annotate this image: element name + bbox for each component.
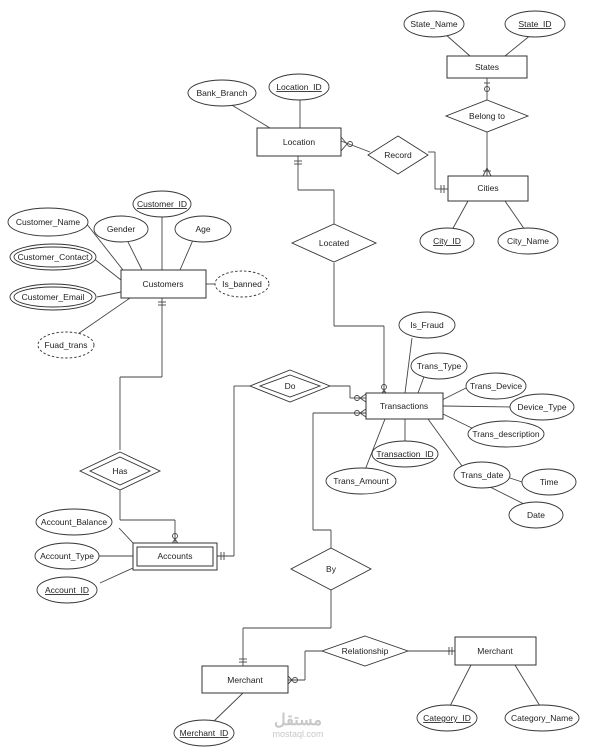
entity-customers[interactable]: Customers [120,269,207,299]
relationship-label: By [326,564,337,574]
attribute-category-id[interactable]: Category_ID [416,704,478,732]
attribute-city-name[interactable]: City_Name [497,227,559,255]
svg-text:State_Name: State_Name [410,19,458,29]
svg-text:Account_Balance: Account_Balance [41,517,107,527]
svg-text:Trans_description: Trans_description [472,429,540,439]
entity-label: Location [283,137,315,147]
attribute-trans-description[interactable]: Trans_description [467,420,545,448]
relationship-label: Has [112,466,127,476]
svg-text:Gender: Gender [107,224,136,234]
attribute-transaction-id[interactable]: Transaction_ID [371,440,439,468]
entity-states[interactable]: States [446,55,528,79]
svg-text:Customer_ID: Customer_ID [137,199,187,209]
svg-text:Is_banned: Is_banned [222,279,262,289]
relationship-relationship[interactable]: Relationship [320,635,410,667]
attribute-customer-email[interactable]: Customer_Email [9,283,97,311]
entity-label: States [475,62,499,72]
relationship-label: Located [319,238,350,248]
svg-text:City_Name: City_Name [507,236,549,246]
attribute-fuad-trans[interactable]: Fuad_trans [37,331,95,359]
entity-accounts[interactable]: Accounts [132,542,218,571]
attribute-account-type[interactable]: Account_Type [34,542,100,570]
entity-label: Merchant [477,646,513,656]
svg-text:Category_ID: Category_ID [423,713,471,723]
svg-text:City_ID: City_ID [433,236,461,246]
entity-label: Transactions [380,401,428,411]
svg-text:Merchant_ID: Merchant_ID [180,728,229,738]
watermark: مستقل mostaql.com [272,712,323,739]
connector-lines [71,33,541,723]
attribute-customer-contact[interactable]: Customer_Contact [9,243,97,271]
attribute-trans-type[interactable]: Trans_Type [410,352,468,380]
svg-text:Account_Type: Account_Type [40,551,94,561]
entity-label: Accounts [158,551,193,561]
attribute-device-type[interactable]: Device_Type [509,393,575,421]
svg-text:Customer_Email: Customer_Email [22,292,85,302]
attribute-customer-id[interactable]: Customer_ID [132,190,192,218]
attribute-age[interactable]: Age [174,215,232,243]
attribute-customer-name[interactable]: Customer_Name [7,207,89,237]
attribute-state-id[interactable]: State_ID [504,10,566,38]
cardinality-marks [158,82,492,685]
attribute-merchant-id[interactable]: Merchant_ID [173,719,235,747]
entity-merchant-left[interactable]: Merchant [201,665,289,694]
relationship-by[interactable]: By [290,547,372,591]
relationship-label: Relationship [342,646,389,656]
watermark-logo: مستقل [274,712,322,729]
svg-text:Device_Type: Device_Type [517,402,566,412]
svg-text:Location_ID: Location_ID [276,82,321,92]
svg-text:Fuad_trans: Fuad_trans [45,340,88,350]
watermark-site: mostaql.com [272,729,323,739]
svg-text:Customer_Contact: Customer_Contact [18,252,90,262]
attribute-category-name[interactable]: Category_Name [504,704,580,732]
entity-label: Cities [477,183,498,193]
svg-text:Trans_Amount: Trans_Amount [333,476,389,486]
relationship-belong-to[interactable]: Belong to [444,99,530,133]
svg-text:Bank_Branch: Bank_Branch [196,88,247,98]
entity-transactions[interactable]: Transactions [365,392,444,420]
svg-text:Customer_Name: Customer_Name [16,217,81,227]
svg-text:State_ID: State_ID [518,19,551,29]
attribute-account-id[interactable]: Account_ID [36,576,98,604]
svg-text:Trans_Type: Trans_Type [417,361,462,371]
svg-text:Date: Date [527,510,545,520]
relationship-has[interactable]: Has [78,451,162,491]
relationship-label: Record [384,150,412,160]
attribute-trans-device[interactable]: Trans_Device [465,372,527,400]
attribute-account-balance[interactable]: Account_Balance [35,508,113,536]
svg-text:Time: Time [540,477,559,487]
attribute-time[interactable]: Time [521,468,577,496]
svg-text:Category_Name: Category_Name [511,713,573,723]
svg-text:Trans_Device: Trans_Device [470,381,522,391]
svg-text:Is_Fraud: Is_Fraud [410,320,444,330]
attribute-trans-amount[interactable]: Trans_Amount [325,467,397,495]
attribute-gender[interactable]: Gender [93,215,149,243]
relationship-label: Do [285,381,296,391]
relationship-label: Belong to [469,111,505,121]
svg-text:Account_ID: Account_ID [45,585,89,595]
entity-cities[interactable]: Cities [447,175,529,202]
attribute-is-banned[interactable]: Is_banned [214,270,270,298]
relationship-record[interactable]: Record [367,135,429,175]
svg-text:Trans_date: Trans_date [461,470,504,480]
svg-text:Age: Age [195,224,210,234]
attribute-date[interactable]: Date [508,501,564,529]
svg-text:Transaction_ID: Transaction_ID [376,449,433,459]
relationship-do[interactable]: Do [248,369,332,403]
entity-merchant-right[interactable]: Merchant [454,636,537,666]
entity-label: Merchant [227,675,263,685]
attribute-location-id[interactable]: Location_ID [268,73,330,101]
attribute-state-name[interactable]: State_Name [403,10,465,38]
attribute-trans-date[interactable]: Trans_date [453,461,511,489]
attribute-city-id[interactable]: City_ID [419,227,475,255]
attribute-bank-branch[interactable]: Bank_Branch [187,79,257,107]
entity-location[interactable]: Location [256,127,342,157]
attribute-is-fraud[interactable]: Is_Fraud [398,311,456,339]
entity-label: Customers [142,279,183,289]
relationship-located[interactable]: Located [290,223,378,263]
